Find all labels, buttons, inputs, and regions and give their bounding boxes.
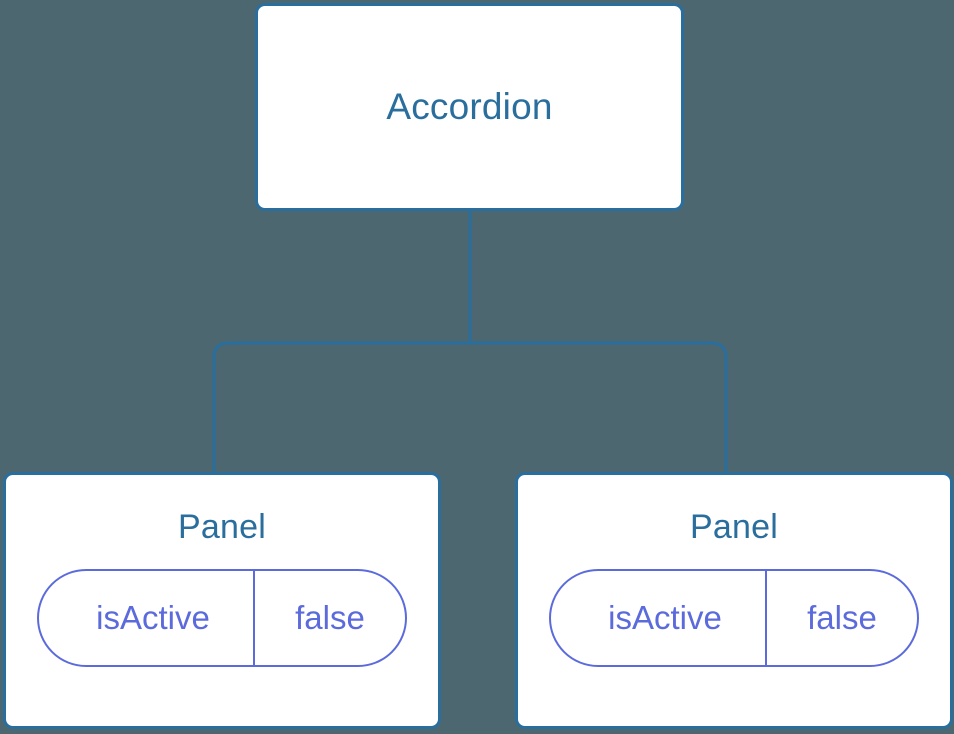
node-panel-1-label: Panel: [178, 508, 266, 546]
node-panel-2-label: Panel: [690, 508, 778, 546]
node-accordion-label: Accordion: [386, 85, 553, 127]
connector-branch-left: [212, 341, 470, 474]
prop-value-isactive-1: false: [253, 571, 405, 666]
prop-pill-isactive-1[interactable]: isActive false: [37, 569, 407, 668]
prop-pill-isactive-2[interactable]: isActive false: [549, 569, 919, 668]
prop-value-isactive-2: false: [765, 571, 917, 666]
prop-key-isactive-1: isActive: [96, 599, 210, 637]
node-panel-1[interactable]: Panel isActive false: [3, 472, 441, 729]
prop-key-isactive-2: isActive: [608, 599, 722, 637]
node-panel-2[interactable]: Panel isActive false: [515, 472, 953, 729]
node-accordion[interactable]: Accordion: [255, 3, 684, 211]
connector-branch-right: [470, 341, 728, 474]
